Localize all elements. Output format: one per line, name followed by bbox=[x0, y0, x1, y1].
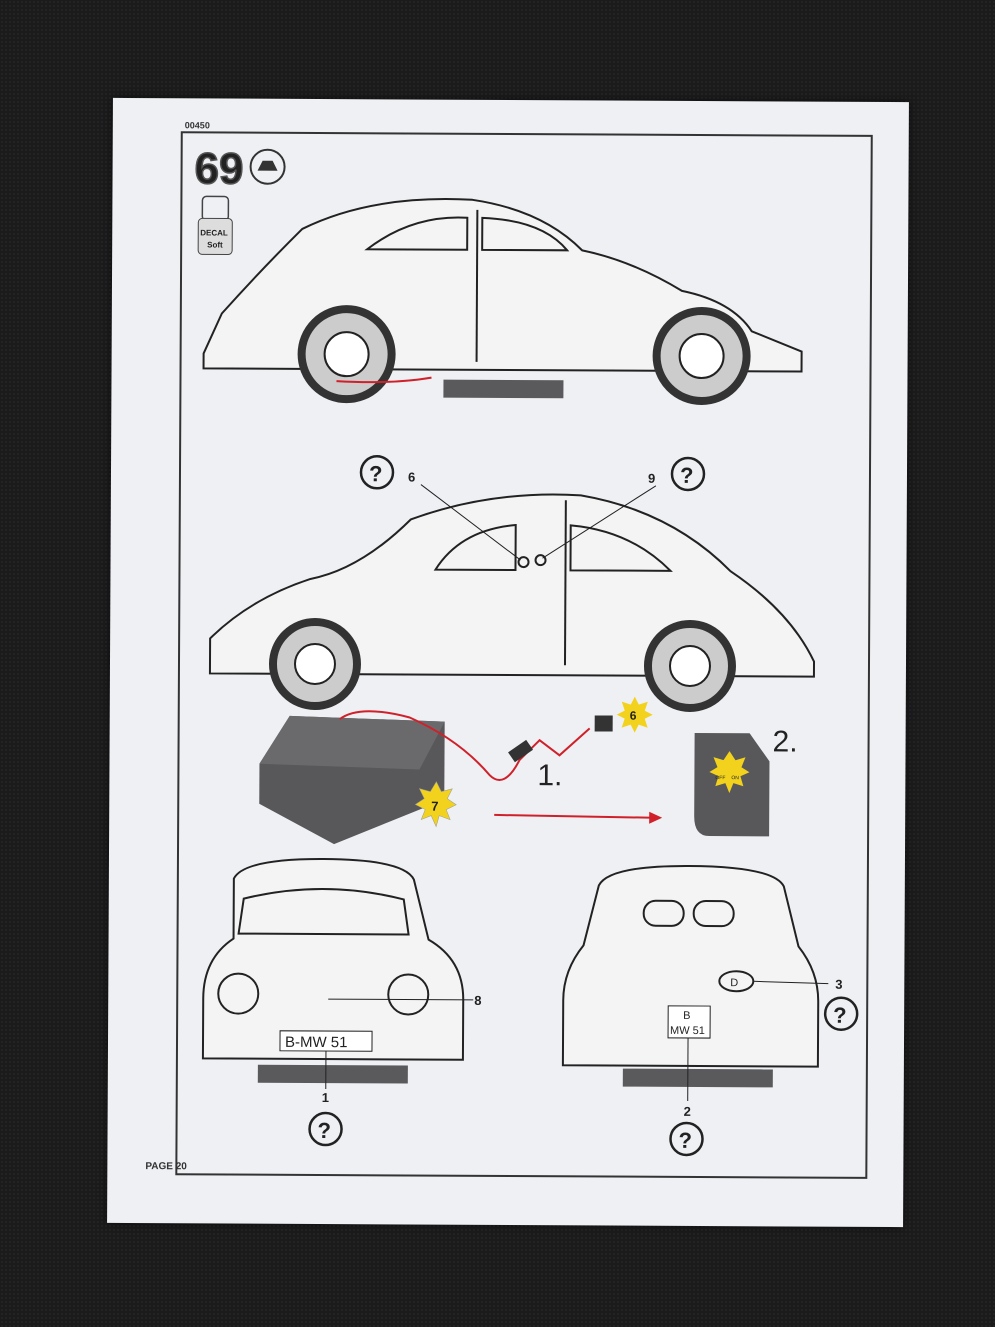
question-icon-left: ? bbox=[359, 455, 395, 490]
arrow-head bbox=[649, 811, 663, 824]
arrow-line bbox=[494, 813, 655, 819]
part-number-6: 6 bbox=[408, 469, 415, 484]
battery-corner-detail: OFF ON bbox=[694, 732, 770, 837]
switch-off: OFF bbox=[715, 775, 725, 781]
connector bbox=[508, 739, 533, 763]
front-plate-text: B-MW 51 bbox=[285, 1034, 348, 1051]
part-number-8: 8 bbox=[474, 993, 481, 1008]
badge-7: 7 bbox=[414, 781, 457, 828]
car-side-view-1 bbox=[202, 198, 803, 406]
step-number: 69 bbox=[194, 144, 243, 193]
rear-plate-bottom: MW 51 bbox=[670, 1025, 705, 1037]
svg-text:6: 6 bbox=[630, 709, 637, 723]
svg-text:?: ? bbox=[680, 463, 694, 488]
part-number-1: 1 bbox=[322, 1090, 329, 1105]
step-1-label: 1. bbox=[537, 759, 562, 792]
battery-shadow bbox=[443, 379, 564, 399]
instruction-page: 00450 PAGE 20 69 DECAL Soft bbox=[107, 97, 909, 1228]
svg-text:?: ? bbox=[369, 461, 383, 486]
battery-box bbox=[259, 715, 445, 845]
plug bbox=[594, 715, 613, 732]
svg-text:?: ? bbox=[317, 1118, 331, 1143]
rear-license-plate bbox=[667, 1005, 711, 1039]
svg-text:?: ? bbox=[833, 1003, 847, 1028]
rear-plate-top: B bbox=[683, 1010, 690, 1022]
car-front-view bbox=[201, 858, 474, 1090]
part-number-9: 9 bbox=[648, 471, 655, 486]
instruction-drawing: 69 DECAL Soft 6 bbox=[194, 144, 859, 1157]
badge-6: 6 bbox=[616, 696, 653, 733]
decal-sub: Soft bbox=[207, 240, 223, 249]
car-side-view-2 bbox=[208, 484, 816, 712]
decal-soft-icon: DECAL Soft bbox=[197, 195, 233, 256]
part-number-2: 2 bbox=[684, 1104, 691, 1119]
question-icon-rear-badge: ? bbox=[823, 996, 859, 1031]
svg-text:?: ? bbox=[678, 1128, 692, 1153]
step-2-label: 2. bbox=[773, 725, 798, 758]
car-rear-view bbox=[561, 864, 829, 1101]
question-icon-rear-plate: ? bbox=[669, 1121, 704, 1157]
part-number-3: 3 bbox=[835, 977, 842, 992]
question-icon-front: ? bbox=[308, 1111, 343, 1147]
battery-wire bbox=[339, 710, 591, 781]
switch-on: ON bbox=[731, 775, 739, 781]
question-icon-right: ? bbox=[670, 456, 706, 492]
decal-label: DECAL bbox=[200, 228, 228, 237]
oval-badge-text: D bbox=[730, 977, 738, 989]
svg-text:7: 7 bbox=[431, 799, 438, 814]
front-license-plate bbox=[279, 1030, 373, 1052]
paint-icon bbox=[249, 148, 286, 185]
